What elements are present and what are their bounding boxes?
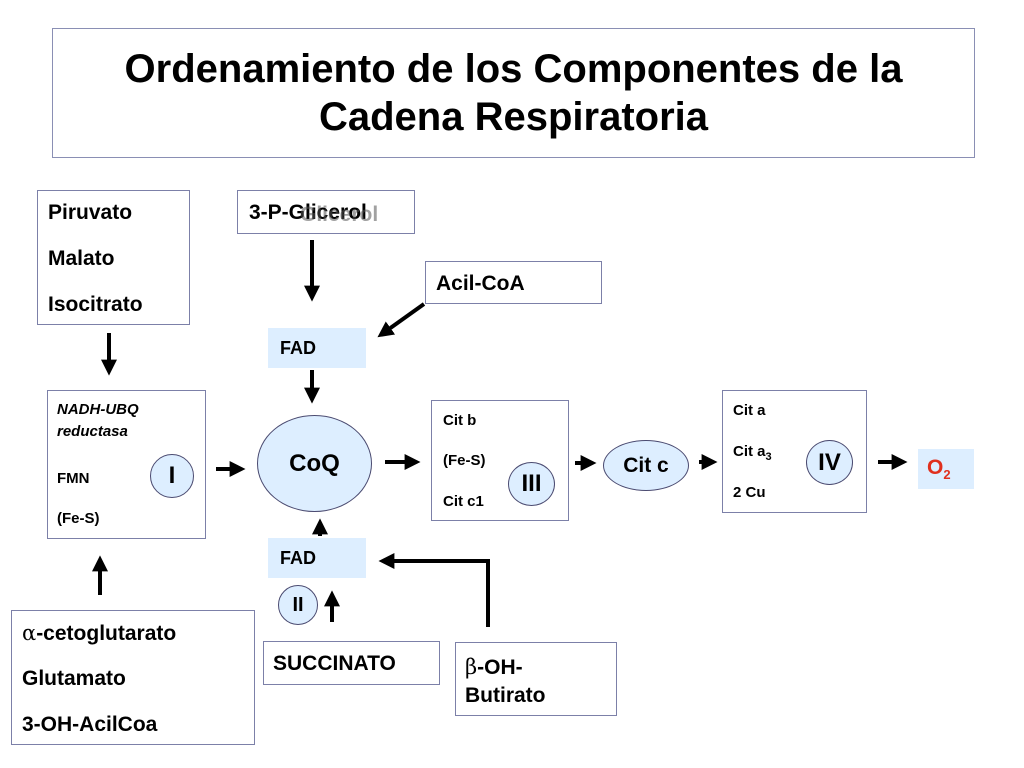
complex-i-roman: I <box>168 462 176 489</box>
acyl-coa-label: Acil-CoA <box>436 272 525 295</box>
title-box: Ordenamiento de los Componentes de la Ca… <box>52 28 975 158</box>
coq-circle: CoQ <box>257 415 372 512</box>
cit-c-ellipse: Cit c <box>603 440 689 491</box>
complex-iv-circle: IV <box>806 440 853 485</box>
complex-iv-cit-a: Cit a <box>733 402 766 419</box>
substrate-glutamato: Glutamato <box>22 667 126 690</box>
oxygen-box: O2 <box>918 449 974 489</box>
fad-bottom-box: FAD <box>268 538 366 578</box>
glycerol-overlap-label: Glicerol <box>300 203 379 226</box>
substrate-isocitrato: Isocitrato <box>48 293 143 316</box>
complex-i-name-line2: reductasa <box>57 423 128 440</box>
substrates-top-left-box: Piruvato Malato Isocitrato <box>37 190 190 325</box>
substrate-oh-acilcoa: 3-OH-AcilCoa <box>22 713 158 736</box>
succinato-label: SUCCINATO <box>273 652 396 675</box>
complex-iii-cit-c1: Cit c1 <box>443 493 484 510</box>
complex-iv-cu: 2 Cu <box>733 484 766 501</box>
complex-iii-roman: III <box>521 470 542 497</box>
complex-i-circle: I <box>150 454 194 498</box>
complex-iii-cit-b: Cit b <box>443 412 477 429</box>
complex-ii-circle: II <box>278 585 318 625</box>
glycerol-label: 3-P-Glicerol <box>249 201 367 224</box>
butirato-box: β-OH- Butirato <box>455 642 617 716</box>
succinato-box: SUCCINATO <box>263 641 440 685</box>
complex-iii-fes: (Fe-S) <box>443 452 486 469</box>
complex-i-name-line1: NADH-UBQ <box>57 401 139 418</box>
coq-label: CoQ <box>289 449 340 477</box>
acyl-coa-box: Acil-CoA <box>425 261 602 304</box>
complex-iii-circle: III <box>508 462 555 506</box>
fad-top-box: FAD <box>268 328 366 368</box>
fad-bottom-label: FAD <box>280 548 316 568</box>
title-line-2: Cadena Respiratoria <box>318 95 708 139</box>
butirato-line1: β-OH- <box>465 655 523 679</box>
title-line-1: Ordenamiento de los Componentes de la <box>124 47 903 91</box>
complex-iv-cit-a3: Cit a3 <box>733 443 772 463</box>
butirato-line2: Butirato <box>465 684 546 707</box>
complex-i-fes: (Fe-S) <box>57 510 100 527</box>
substrates-bottom-left-box: α-cetoglutarato Glutamato 3-OH-AcilCoa <box>11 610 255 745</box>
complex-ii-roman: II <box>292 593 304 616</box>
complex-i-fmn: FMN <box>57 470 90 487</box>
complex-i-box: NADH-UBQ reductasa FMN (Fe-S) <box>47 390 206 539</box>
cit-c-label: Cit c <box>623 453 669 477</box>
substrate-malato: Malato <box>48 247 115 270</box>
substrate-cetoglutarato: α-cetoglutarato <box>22 621 177 645</box>
page-title: Ordenamiento de los Componentes de la Ca… <box>125 45 903 141</box>
oxygen-label: O2 <box>927 456 951 483</box>
fad-top-label: FAD <box>280 338 316 358</box>
substrate-piruvato: Piruvato <box>48 201 133 224</box>
arrow-acylcoa-to-fad <box>377 302 426 338</box>
complex-iv-roman: IV <box>818 448 841 476</box>
glycerol-box: 3-P-Glicerol Glicerol <box>237 190 415 234</box>
arrow-butirato-to-fad <box>378 553 490 627</box>
